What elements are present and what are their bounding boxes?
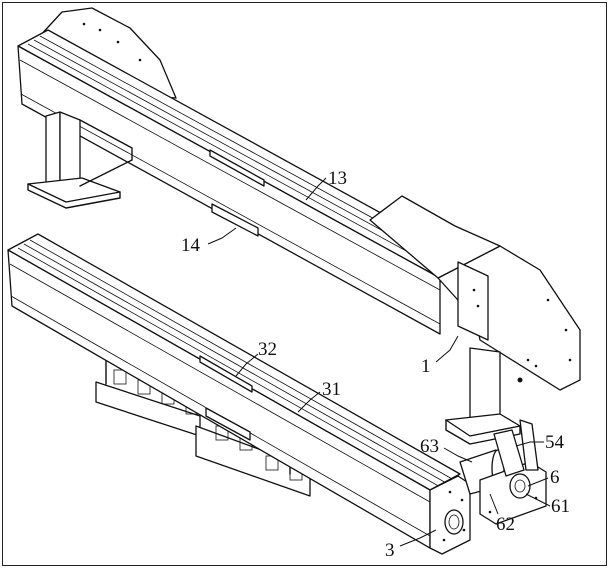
- upper-beam: [17, 7, 581, 445]
- label-1: 1: [421, 356, 431, 377]
- label-13: 13: [328, 168, 347, 189]
- leader-13: [305, 177, 327, 201]
- leader-54: [515, 441, 544, 447]
- label-6: 6: [550, 467, 560, 488]
- lower-beam: [7, 233, 547, 555]
- leader-14: [207, 227, 237, 245]
- label-61: 61: [551, 496, 570, 517]
- label-3: 3: [385, 540, 395, 561]
- label-32: 32: [258, 339, 277, 360]
- leader-61: [525, 493, 551, 507]
- label-31: 31: [322, 379, 341, 400]
- callouts: 13 14 1 32 31 63 54 6 61 62 3: [181, 168, 570, 561]
- leader-6: [527, 477, 549, 487]
- leader-63: [443, 447, 473, 463]
- leader-32: [235, 353, 259, 377]
- drawing-frame: [2, 2, 607, 566]
- leader-31: [297, 391, 321, 413]
- label-62: 62: [496, 514, 515, 535]
- label-54: 54: [545, 432, 565, 453]
- label-14: 14: [181, 235, 201, 256]
- leader-62: [489, 493, 499, 515]
- leader-1: [435, 335, 459, 363]
- label-63: 63: [420, 436, 439, 457]
- leader-3: [399, 529, 437, 547]
